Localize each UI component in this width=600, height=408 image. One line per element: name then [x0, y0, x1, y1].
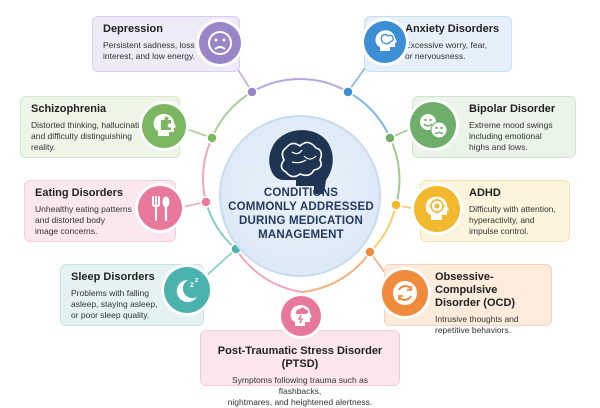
card-eating-desc-1: Unhealthy eating patterns — [35, 204, 132, 214]
card-adhd-title: ADHD — [469, 187, 501, 199]
center-circle — [219, 115, 381, 277]
card-bipolar-desc-3: highs and lows. — [469, 142, 528, 152]
card-bipolar-desc-1: Extreme mood swings — [469, 120, 553, 130]
card-ptsd: Post-Traumatic Stress Disorder (PTSD) Sy… — [200, 330, 400, 407]
card-depression-title: Depression — [103, 23, 163, 35]
card-adhd-desc-3: impulse control. — [469, 226, 529, 236]
card-adhd-desc-1: Difficulty with attention, — [469, 204, 556, 214]
card-ocd-title-1: Obsessive-Compulsive — [435, 271, 498, 296]
card-adhd-desc-2: hyperactivity, and — [469, 215, 535, 225]
center-title-line-4: MANAGEMENT — [258, 229, 344, 241]
card-depression-desc-2: interest, and low energy. — [103, 51, 195, 61]
center-title-line-3: DURING MEDICATION — [239, 215, 363, 227]
card-anxiety-title: Anxiety Disorders — [405, 23, 500, 35]
center-title-line-1: CONDITIONS — [263, 187, 339, 199]
card-schizophrenia-desc-3: reality. — [31, 142, 56, 152]
card-eating-desc-3: image concerns. — [35, 226, 98, 236]
card-sleep-title: Sleep Disorders — [71, 271, 155, 283]
svg-text:z: z — [195, 277, 199, 284]
sad-face-icon — [199, 22, 241, 64]
card-schizophrenia-desc-1: Distorted thinking, hallucinations, — [31, 120, 156, 130]
fork-spoon-icon — [138, 186, 182, 230]
target-head-icon — [414, 186, 460, 232]
center-brain-head-icon — [269, 130, 333, 194]
card-bipolar-title: Bipolar Disorder — [469, 103, 556, 115]
card-sleep-desc-1: Problems with falling — [71, 288, 149, 298]
center-title-line-2: COMMONLY ADDRESSED — [228, 201, 374, 213]
card-eating-desc-2: and distorted body — [35, 215, 105, 225]
anxious-brain-head-icon — [364, 21, 406, 63]
card-ptsd-desc-2: nightmares, and heightened alertness. — [227, 397, 373, 407]
card-sleep-desc-2: asleep, staying asleep, — [71, 299, 158, 309]
card-anxiety-desc-2: or nervousness. — [405, 51, 466, 61]
card-ptsd-desc-1: Symptoms following trauma such as flashb… — [231, 375, 369, 396]
svg-text:z: z — [190, 280, 194, 289]
puzzle-head-icon — [142, 104, 186, 148]
card-ocd-desc-1: Intrusive thoughts and — [435, 314, 519, 324]
card-schizophrenia-title: Schizophrenia — [31, 103, 107, 115]
card-bipolar-desc-2: including emotional — [469, 131, 542, 141]
card-ocd-title-2: Disorder (OCD) — [435, 297, 516, 309]
card-ocd-desc-2: repetitive behaviors. — [435, 325, 512, 335]
card-anxiety-desc-1: Excessive worry, fear, — [405, 40, 488, 50]
card-eating-title: Eating Disorders — [35, 187, 124, 199]
circular-arrows-head-icon — [382, 270, 428, 316]
storm-head-icon — [281, 296, 321, 336]
card-schizophrenia-desc-2: and difficulty distinguishing — [31, 131, 132, 141]
card-depression-desc-1: Persistent sadness, loss of — [103, 40, 205, 50]
happy-sad-faces-icon — [410, 102, 456, 148]
card-ptsd-title: Post-Traumatic Stress Disorder (PTSD) — [217, 345, 383, 370]
card-sleep-desc-3: or poor sleep quality. — [71, 310, 150, 320]
center-title: CONDITIONS COMMONLY ADDRESSED DURING MED… — [226, 186, 376, 242]
connector-nodes — [200, 86, 402, 258]
